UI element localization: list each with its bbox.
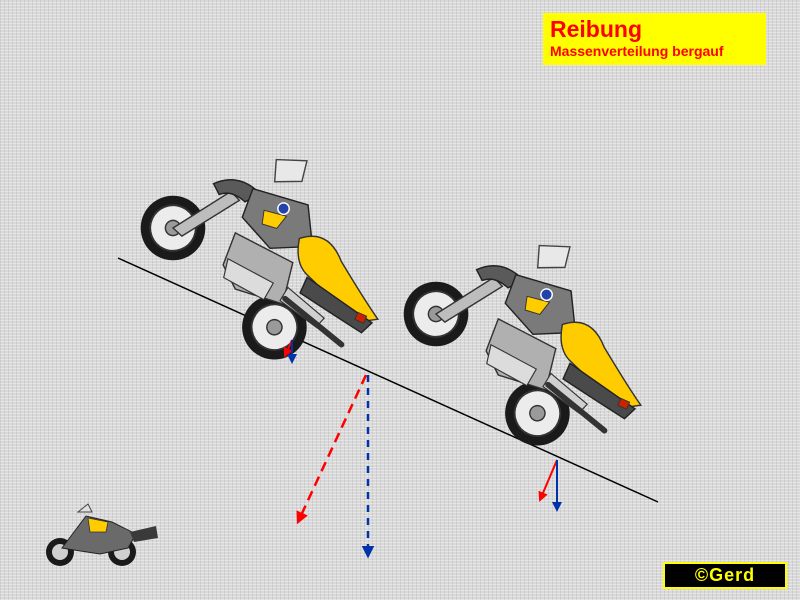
motorcycle-icon bbox=[45, 503, 159, 567]
motorcycle-upper bbox=[110, 109, 425, 394]
page-subtitle: Massenverteilung bergauf bbox=[550, 43, 724, 59]
title-box: Reibung Massenverteilung bergauf bbox=[543, 13, 766, 65]
slope-line bbox=[117, 257, 659, 503]
copyright-logo: ©Gerd bbox=[663, 562, 787, 589]
force-arrow-red-rear-lower bbox=[538, 459, 558, 502]
force-arrow-red-dashed bbox=[296, 374, 368, 525]
force-arrow-red-rear-upper bbox=[283, 339, 293, 358]
page-title: Reibung bbox=[550, 16, 642, 42]
copyright-logo-text: ©Gerd bbox=[694, 565, 756, 585]
motorcycle-lower bbox=[373, 195, 688, 480]
